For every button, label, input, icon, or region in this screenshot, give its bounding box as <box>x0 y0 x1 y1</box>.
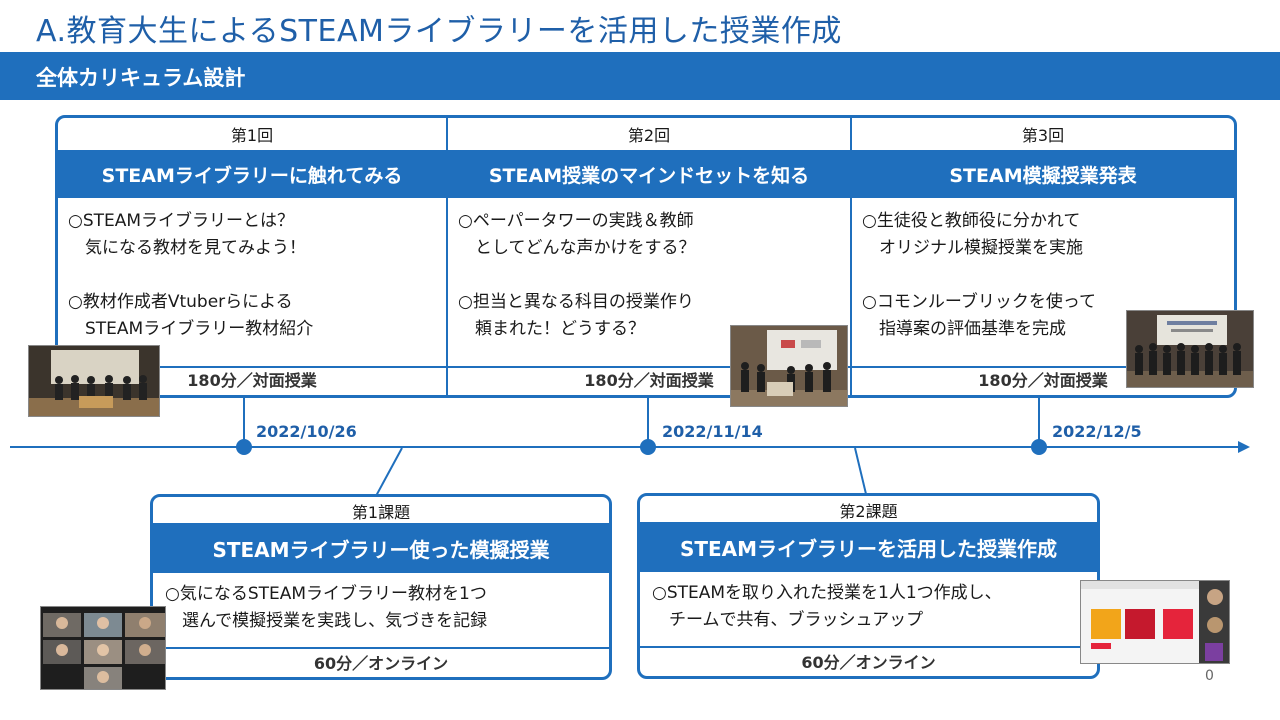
task-1-heading: STEAMライブラリー使った模擬授業 <box>153 523 609 573</box>
task-2-footer-divider <box>640 646 1097 648</box>
session-2-photo <box>730 325 848 407</box>
session-3-number: 第3回 <box>1021 126 1065 145</box>
session-2-duration: 180分／対面授業 <box>584 371 714 390</box>
task-1-number: 第1課題 <box>351 503 411 522</box>
session-divider-2 <box>850 118 852 395</box>
page-number: 0 <box>1205 668 1214 684</box>
task-1-footer-divider <box>153 647 609 649</box>
timeline-stem-3 <box>1038 398 1040 442</box>
timeline-arrowhead <box>1238 441 1250 453</box>
session-1: 第1回 STEAMライブラリーに触れてみる ○STEAMライブラリーとは？ 気に… <box>58 118 446 395</box>
sessions-footer-divider <box>58 366 1234 368</box>
session-1-body: ○STEAMライブラリーとは？ 気になる教材を見てみよう！ ○教材作成者Vtub… <box>68 211 314 339</box>
section-band: 全体カリキュラム設計 <box>0 52 1280 100</box>
task-2-body: ○STEAMを取り入れた授業を1人1つ作成し、 チームで共有、ブラッシュアップ <box>652 583 1002 630</box>
session-2-number: 第2回 <box>627 126 671 145</box>
task-2-duration: 60分／オンライン <box>801 653 936 672</box>
timeline-date-2: 2022/11/14 <box>662 422 763 441</box>
timeline-dot-3 <box>1031 439 1047 455</box>
timeline-dot-2 <box>640 439 656 455</box>
timeline-date-3: 2022/12/5 <box>1052 422 1142 441</box>
session-1-heading: STEAMライブラリーに触れてみる <box>58 150 446 198</box>
task-1-frame: 第1課題 STEAMライブラリー使った模擬授業 ○気になるSTEAMライブラリー… <box>150 494 612 680</box>
session-1-number: 第1回 <box>230 126 274 145</box>
session-3: 第3回 STEAM模擬授業発表 ○生徒役と教師役に分かれて オリジナル模擬授業を… <box>852 118 1234 395</box>
session-divider-1 <box>446 118 448 395</box>
timeline-dot-1 <box>236 439 252 455</box>
task-1-video-call-screenshot <box>40 606 166 690</box>
slide-title: A.教育大生によるSTEAMライブラリーを活用した授業作成 <box>36 14 842 49</box>
session-3-duration: 180分／対面授業 <box>978 371 1108 390</box>
sessions-frame: 第1回 STEAMライブラリーに触れてみる ○STEAMライブラリーとは？ 気に… <box>55 115 1237 398</box>
timeline-stem-1 <box>243 398 245 442</box>
task-1-duration: 60分／オンライン <box>313 654 449 673</box>
timeline-date-1: 2022/10/26 <box>256 422 357 441</box>
task-2-number: 第2課題 <box>839 502 898 521</box>
session-2: 第2回 STEAM授業のマインドセットを知る ○ペーパータワーの実践＆教師 とし… <box>448 118 850 395</box>
session-1-duration: 180分／対面授業 <box>187 371 317 390</box>
session-2-heading: STEAM授業のマインドセットを知る <box>448 150 850 198</box>
task-1-body: ○気になるSTEAMライブラリー教材を1つ 選んで模擬授業を実践し、気づきを記録 <box>165 584 488 631</box>
task-2-screen-share-screenshot <box>1080 580 1230 664</box>
task-2-frame: 第2課題 STEAMライブラリーを活用した授業作成 ○STEAMを取り入れた授業… <box>637 493 1100 679</box>
session-2-body: ○ペーパータワーの実践＆教師 としてどんな声かけをする？ ○担当と異なる科目の授… <box>458 211 696 339</box>
task-2-heading: STEAMライブラリーを活用した授業作成 <box>640 522 1097 572</box>
session-3-photo <box>1126 310 1254 388</box>
session-3-heading: STEAM模擬授業発表 <box>852 150 1234 198</box>
timeline-stem-2 <box>647 398 649 442</box>
session-3-body: ○生徒役と教師役に分かれて オリジナル模擬授業を実施 ○コモンルーブリックを使っ… <box>862 211 1096 339</box>
session-1-photo <box>28 345 160 417</box>
timeline-axis <box>10 446 1242 448</box>
section-title: 全体カリキュラム設計 <box>36 66 246 90</box>
